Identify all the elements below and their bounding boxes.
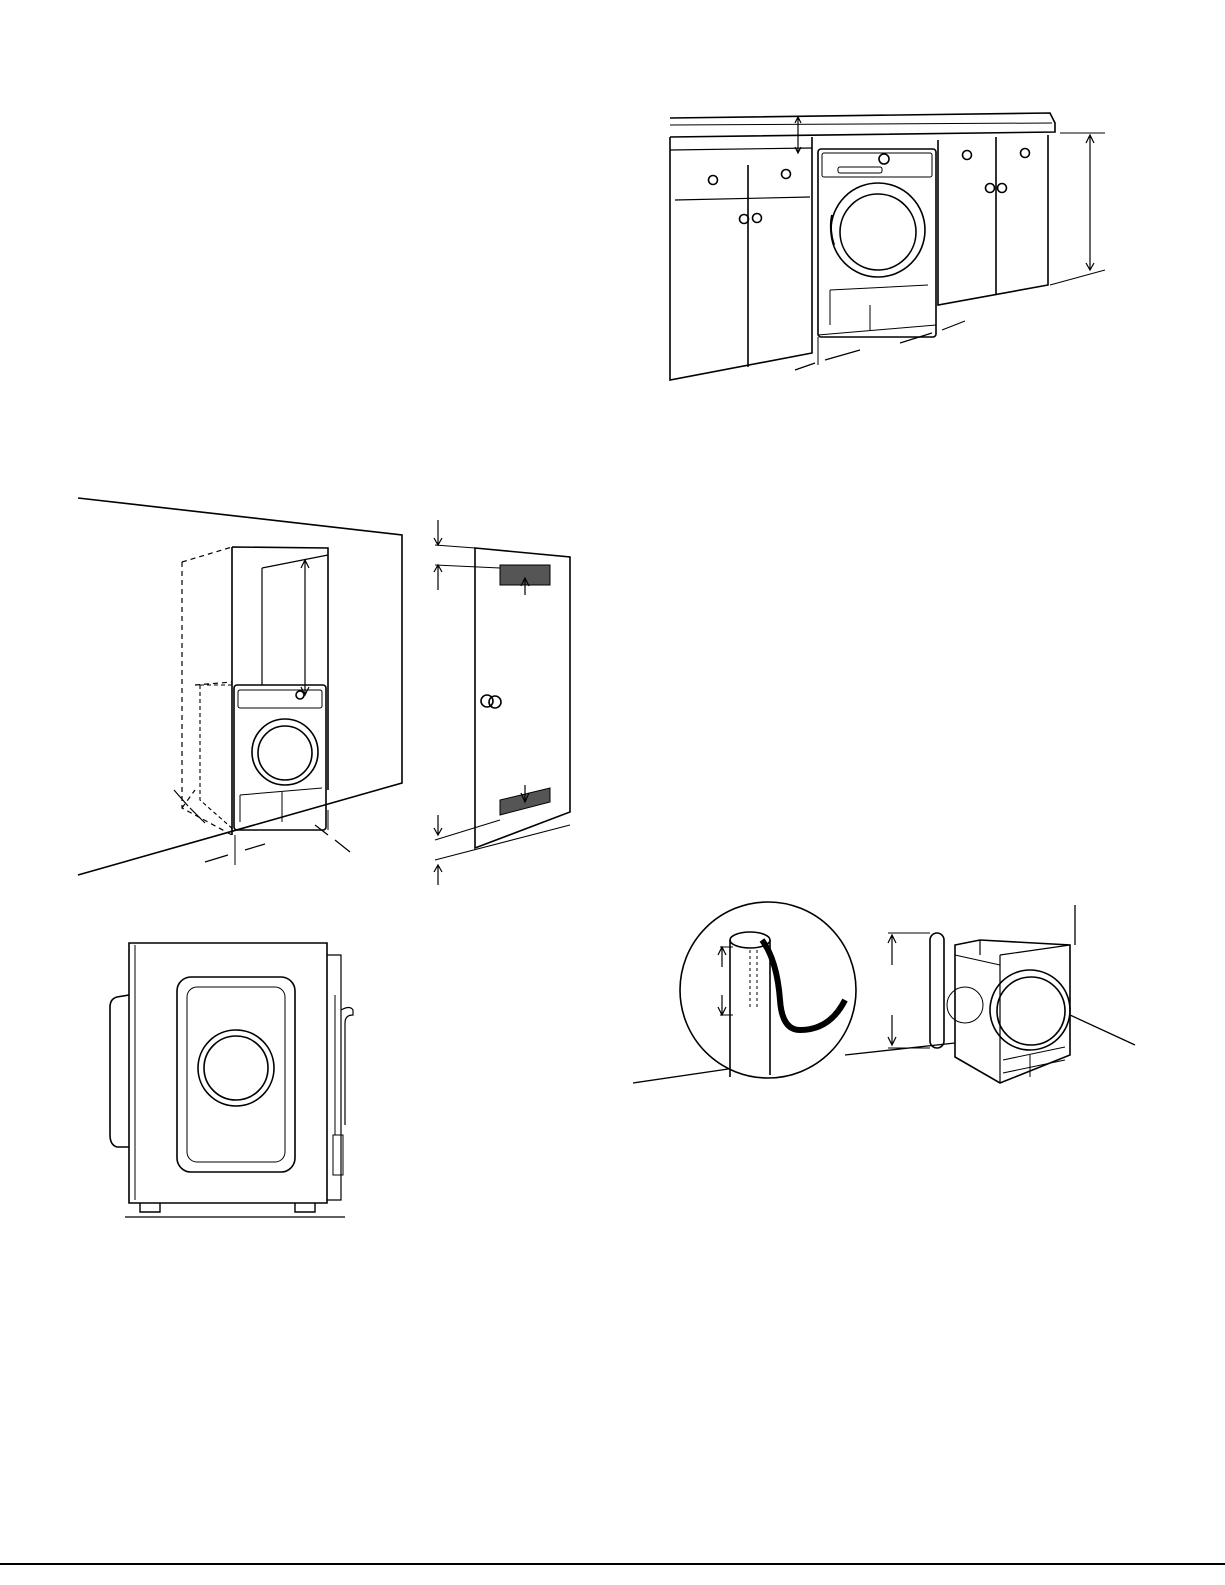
drain-hose-standpipe-illustration-icon	[625, 895, 1155, 1100]
side-view-figure	[105, 935, 375, 1235]
footer-rule	[0, 1563, 1225, 1565]
drain-standpipe-figure	[625, 895, 1155, 1100]
under-counter-figure	[660, 105, 1150, 395]
closet-figure	[70, 490, 590, 890]
dryer-under-counter-illustration-icon	[660, 105, 1150, 395]
dryer-in-closet-illustration-icon	[70, 490, 590, 890]
dryer-side-view-illustration-icon	[105, 935, 375, 1235]
